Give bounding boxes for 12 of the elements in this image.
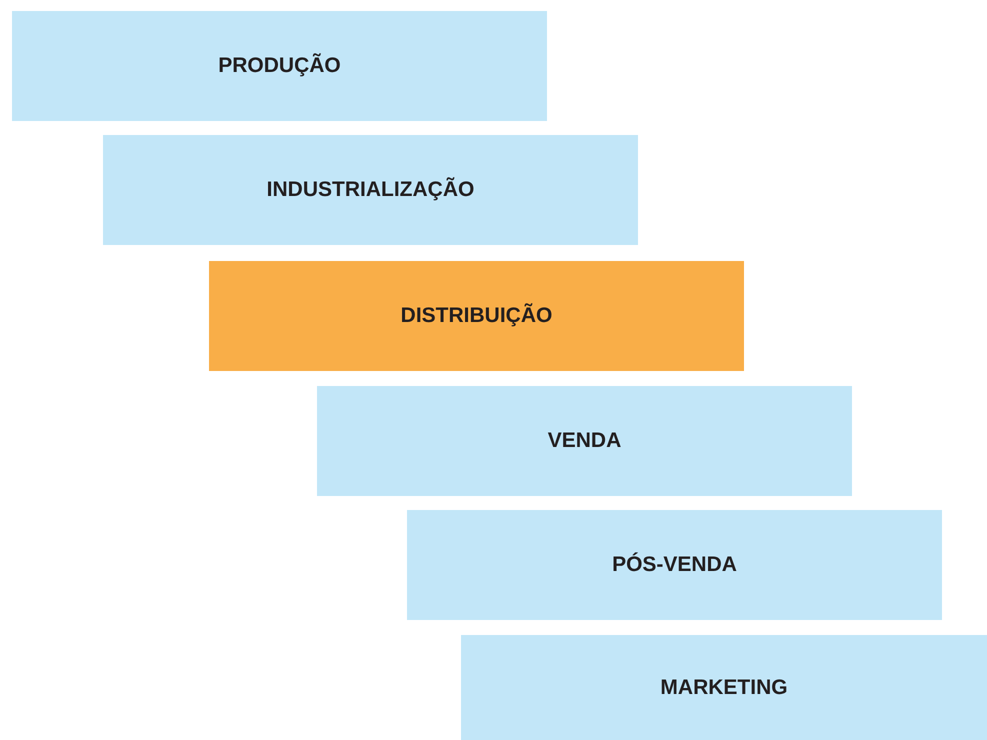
stage-label: MARKETING <box>660 676 788 700</box>
stage-label: DISTRIBUIÇÃO <box>400 304 552 328</box>
stage-label: VENDA <box>548 429 622 453</box>
stage-box <box>103 135 638 245</box>
stage-label: PRODUÇÃO <box>218 54 341 78</box>
stage-label: PÓS-VENDA <box>612 553 737 577</box>
stage-box <box>317 386 852 496</box>
stage-box <box>12 11 547 121</box>
stage-box <box>407 510 942 620</box>
stage-label: INDUSTRIALIZAÇÃO <box>266 178 474 202</box>
stage-box <box>461 635 987 740</box>
stage-box <box>209 261 744 371</box>
